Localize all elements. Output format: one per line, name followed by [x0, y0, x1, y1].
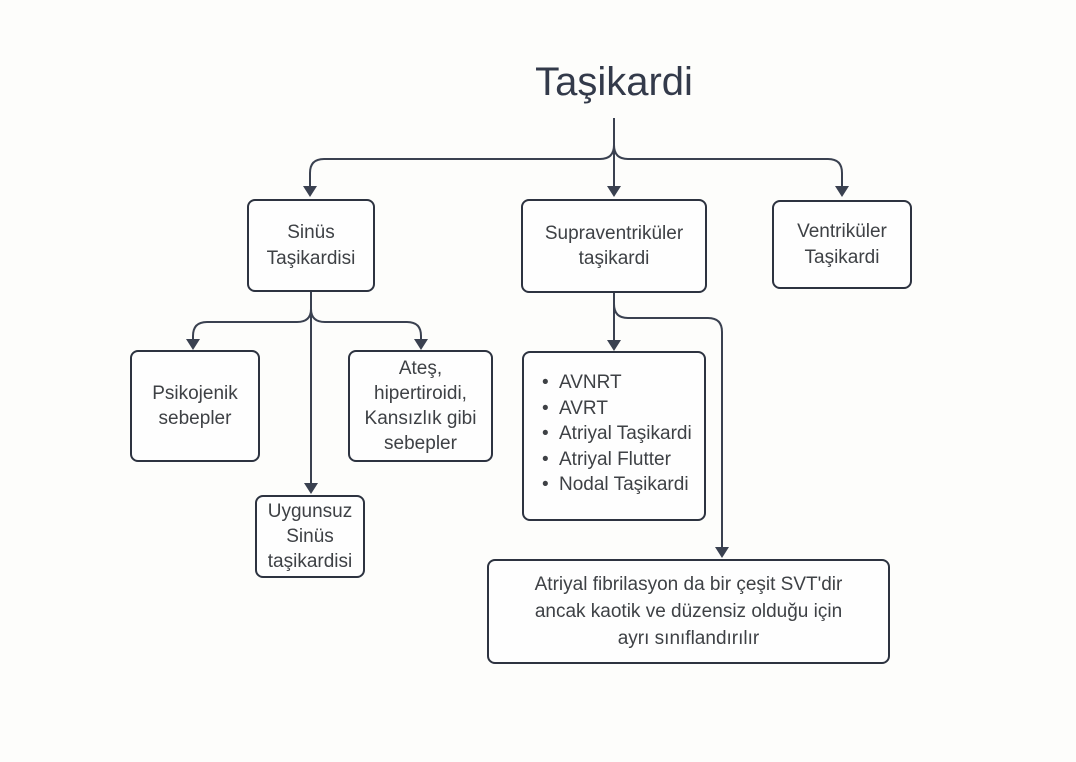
node-atriyal-fibrilasyon-notu: Atriyal fibrilasyon da bir çeşit SVT'dir… [487, 559, 890, 664]
connector-line [613, 144, 843, 186]
list-item: Atriyal Taşikardi [540, 421, 692, 447]
arrow-down-icon [715, 547, 729, 558]
list-item: AVNRT [540, 370, 692, 396]
diagram-title: Taşikardi [535, 60, 693, 104]
arrow-down-icon [414, 339, 428, 350]
node-uygunsuz-sinus-tasikardisi: Uygunsuz Sinüs taşikardisi [255, 495, 365, 578]
arrow-down-icon [304, 483, 318, 494]
list-item: Nodal Taşikardi [540, 472, 692, 498]
arrow-down-icon [607, 186, 621, 197]
connector-line [310, 308, 422, 339]
arrow-down-icon [303, 186, 317, 197]
arrow-down-icon [607, 340, 621, 351]
node-psikojenik-sebepler: Psikojenik sebepler [130, 350, 260, 462]
node-sinus-tasikardisi: Sinüs Taşikardisi [247, 199, 375, 292]
node-ventrikuler-tasikardi: Ventriküler Taşikardi [772, 200, 912, 289]
connector-line [192, 308, 312, 339]
node-ates-hipertiroidi-sebepler: Ateş, hipertiroidi, Kansızlık gibi sebep… [348, 350, 493, 462]
arrow-down-icon [186, 339, 200, 350]
list-item: AVRT [540, 396, 692, 422]
arrow-down-icon [835, 186, 849, 197]
node-supraventrikuler-tasikardi: Supraventriküler taşikardi [521, 199, 707, 293]
connector-line [309, 144, 615, 186]
list-item: Atriyal Flutter [540, 447, 692, 473]
